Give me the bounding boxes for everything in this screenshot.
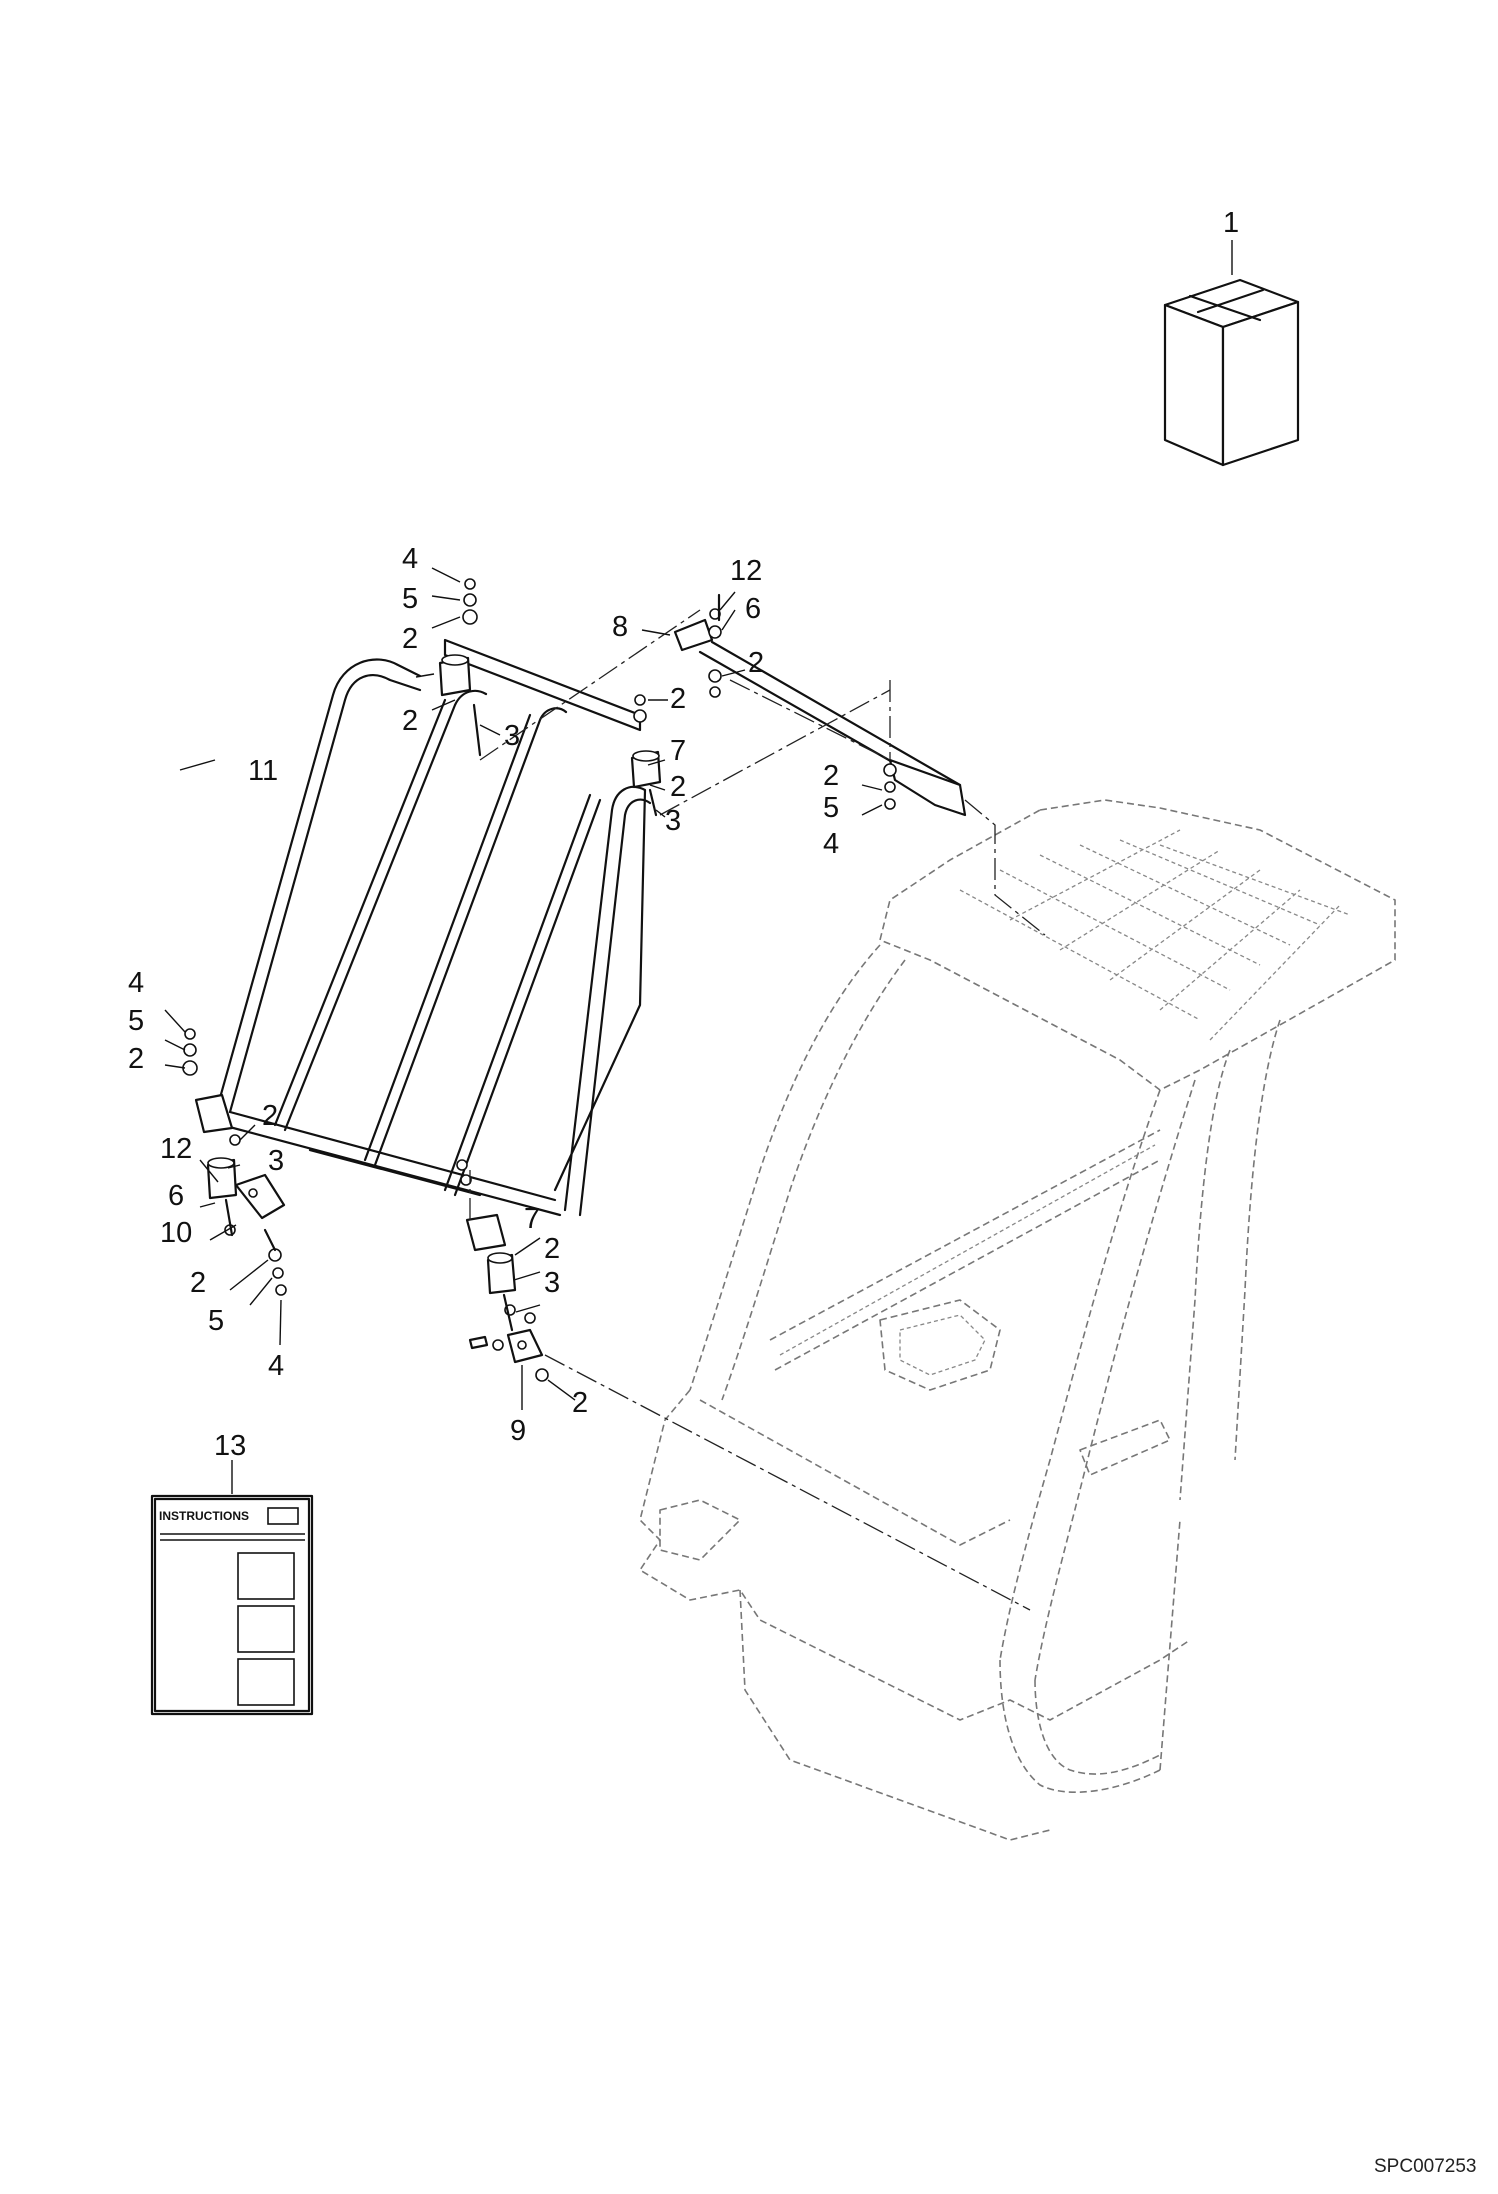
leader-lines [164, 567, 883, 1410]
drawing-reference: SPC007253 [1374, 2156, 1476, 2177]
callout-8: 8 [612, 611, 628, 643]
callout-6-left: 6 [168, 1180, 184, 1212]
bracket-bottom [468, 1328, 544, 1364]
kit-box [1163, 240, 1300, 467]
callout-5-top: 5 [402, 583, 418, 615]
isolator-bottom [486, 1252, 517, 1295]
hardware-set [182, 578, 897, 1382]
bracket-left [234, 1173, 286, 1220]
callout-4-right: 4 [823, 828, 839, 860]
guard-grille [179, 638, 652, 1252]
top-bracket [641, 618, 967, 817]
callout-labels: 1 4 5 2 2 3 11 8 12 6 2 2 7 2 3 2 5 4 4 … [128, 207, 1239, 1462]
instructions-manual: INSTRUCTIONS [150, 1460, 314, 1716]
callout-2-right: 2 [823, 760, 839, 792]
callout-3-bottom: 3 [544, 1267, 560, 1299]
callout-2-mid: 2 [670, 683, 686, 715]
callout-13: 13 [214, 1430, 246, 1462]
callout-4-left: 4 [128, 967, 144, 999]
callout-4-left-low: 4 [268, 1350, 284, 1382]
callout-2-left: 2 [128, 1043, 144, 1075]
callout-7-top: 7 [670, 735, 686, 767]
screws [224, 593, 721, 1332]
callout-7-bottom: 7 [524, 1203, 540, 1235]
callout-3-grille: 3 [504, 720, 520, 752]
callout-9: 9 [510, 1415, 526, 1447]
callout-12-left: 12 [160, 1133, 192, 1165]
cab-frame-outline [639, 799, 1396, 1841]
callout-12-top: 12 [730, 555, 762, 587]
callout-5-right: 5 [823, 792, 839, 824]
callout-3-left: 3 [268, 1145, 284, 1177]
instructions-title: INSTRUCTIONS [159, 1509, 249, 1523]
assembly-lines [469, 609, 1046, 1611]
isolator-left [206, 1157, 238, 1200]
callout-2-grille: 2 [402, 705, 418, 737]
callout-11: 11 [248, 755, 278, 787]
isolator-top [630, 750, 662, 789]
callout-2-left-low: 2 [190, 1267, 206, 1299]
callout-10: 10 [160, 1217, 192, 1249]
callout-2-bracket: 2 [748, 647, 764, 679]
callout-2-top: 2 [402, 623, 418, 655]
callout-2-iso: 2 [670, 771, 686, 803]
callout-2-bottom: 2 [544, 1233, 560, 1265]
callout-6-top: 6 [745, 593, 761, 625]
callout-1: 1 [1223, 207, 1239, 239]
callout-4-top: 4 [402, 543, 418, 575]
callout-2-left-iso: 2 [262, 1100, 278, 1132]
callout-3-iso: 3 [665, 805, 681, 837]
callout-5-left-low: 5 [208, 1305, 224, 1337]
callout-5-left: 5 [128, 1005, 144, 1037]
callout-2-bottom-right: 2 [572, 1387, 588, 1419]
